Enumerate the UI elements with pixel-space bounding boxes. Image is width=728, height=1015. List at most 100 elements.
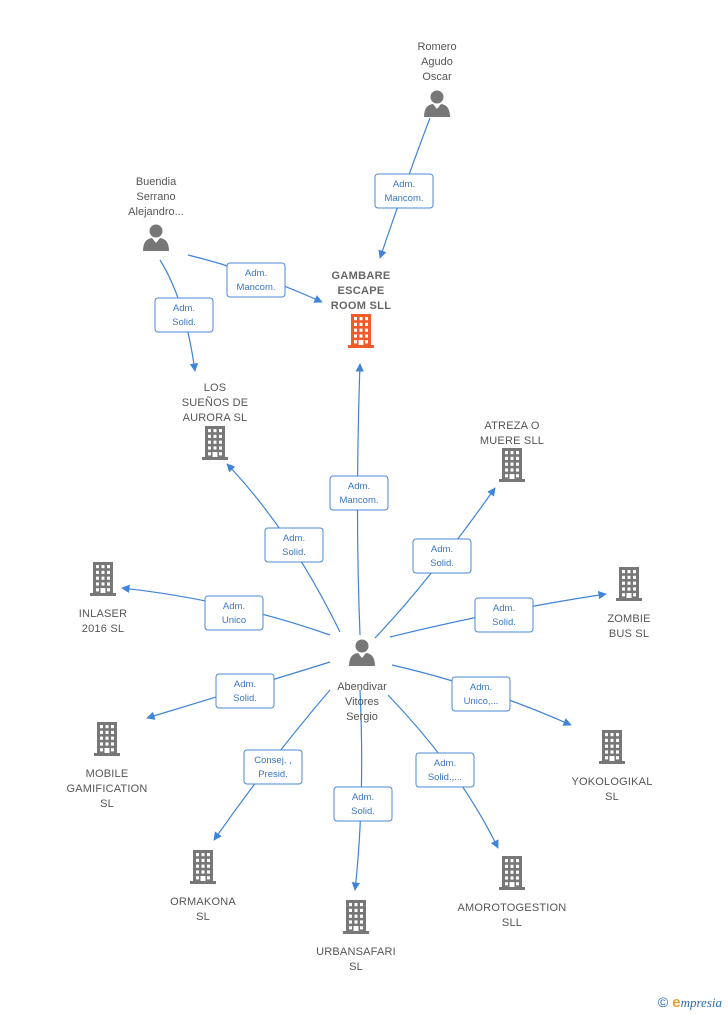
building-icon [499,448,525,482]
edge-label-line: Adm. [434,758,456,769]
node-label-line: Alejandro... [128,206,184,218]
node-buendia[interactable]: BuendiaSerranoAlejandro... [128,176,184,251]
edge-label[interactable]: Adm.Unico [204,595,264,631]
node-label-line: ATREZA O [484,420,539,432]
edge-buendia-to-gambare: Adm. Mancom. [187,254,323,303]
edge-label-line: Adm. [352,792,374,803]
edge-label[interactable]: Adm.Solid. [154,297,214,333]
edge-label[interactable]: Adm. Solid. [264,527,324,563]
edge-label-line: Adm. [393,179,415,190]
node-label-line: GAMBARE [332,270,391,282]
edge-label-line: Adm. [173,303,195,314]
node-label-line: Agudo [421,56,453,68]
edge-label[interactable]: Adm.Solid.,... [415,752,475,788]
node-label-line: AMOROTOGESTION [458,902,567,914]
node-label-line: MOBILE [86,768,129,780]
edge-label[interactable]: Adm. Mancom. [226,262,286,298]
edge-abendivar-to-suenos: Adm. Solid. [226,463,341,633]
edge-label-line: Adm. [431,544,453,555]
edge-label-line: Unico,... [464,696,499,707]
edge-label-line: Adm. [234,679,256,690]
edge-abendivar-to-atreza: Adm.Solid. [374,487,496,639]
node-label-line: INLASER [79,608,127,620]
edge-buendia-to-suenos: Adm.Solid. [154,259,214,372]
node-label-line: SL [100,798,114,810]
node-label-line: YOKOLOGIKAL [571,776,652,788]
building-icon [499,856,525,890]
building-icon [190,850,216,884]
node-label-line: Abendivar [337,681,387,693]
node-label-line: Oscar [422,71,452,83]
edge-label-box [215,673,275,709]
edge-label-box [333,786,393,822]
edge-romero-to-gambare: Adm. Mancom. [374,117,434,259]
edge-label-line: Adm. [348,481,370,492]
node-label-line: SL [349,961,363,973]
node-label-line: SL [605,791,619,803]
copyright-symbol: © [657,994,669,1010]
edge-label-line: Solid. [351,806,375,817]
node-suenos[interactable]: LOS SUEÑOS DE AURORA SL [182,382,249,460]
node-label-line: AURORA SL [183,412,248,424]
nodes-layer: RomeroAgudoOscarBuendiaSerranoAlejandro.… [66,41,652,973]
footer-brand: ©empresia [658,994,722,1011]
edge-label-box [243,749,303,785]
building-icon [599,730,625,764]
node-label-line: ROOM SLL [331,300,391,312]
edge-abendivar-to-amorotogestion: Adm.Solid.,... [387,694,499,849]
edge-label-line: Mancom. [339,495,378,506]
edge-label[interactable]: Adm. Mancom. [374,173,434,209]
edge-abendivar-to-mobile: Adm. Solid. [146,661,331,720]
node-yokologikal[interactable]: YOKOLOGIKAL SL [571,730,652,803]
edge-label-box [374,173,434,209]
edge-label-line: Solid. [282,547,306,558]
edge-label-line: Adm. [470,682,492,693]
edge-label-line: Adm. [223,601,245,612]
edge-label-line: Presid. [258,769,288,780]
edge-label-box [451,676,511,712]
edge-label-line: Mancom. [384,193,423,204]
node-amorotogestion[interactable]: AMOROTOGESTION SLL [458,856,567,929]
edge-label[interactable]: Adm. Mancom. [329,475,389,511]
node-label-line: SLL [502,917,522,929]
edge-label[interactable]: Adm. Unico,... [451,676,511,712]
edge-label-box [474,597,534,633]
edge-label-line: Adm. [245,268,267,279]
node-label-line: SL [196,911,210,923]
edge-label-box [204,595,264,631]
edge-label[interactable]: Adm.Solid. [412,538,472,574]
edge-label[interactable]: Consej. ,Presid. [243,749,303,785]
node-label-line: GAMIFICATION [66,783,147,795]
edge-abendivar-to-gambare: Adm. Mancom. [329,363,389,636]
edge-label-box [154,297,214,333]
edge-label-line: Solid. [492,617,516,628]
brand-logo-initial: e [672,994,681,1011]
edge-abendivar-to-urbansafari: Adm. Solid. [333,689,393,891]
building-icon [94,722,120,756]
brand-logo-text: mpresia [680,995,722,1010]
edge-label[interactable]: Adm.Solid. [474,597,534,633]
edge-label-line: Mancom. [236,282,275,293]
edge-label-box [226,262,286,298]
edge-label-line: Solid. [233,693,257,704]
node-label-line: Sergio [346,711,378,723]
edge-label[interactable]: Adm. Solid. [333,786,393,822]
edge-label-line: Adm. [283,533,305,544]
node-mobile[interactable]: MOBILE GAMIFICATION SL [66,722,147,810]
building-icon [348,314,374,348]
edge-label[interactable]: Adm. Solid. [215,673,275,709]
edge-abendivar-to-inlaser: Adm.Unico [121,584,331,636]
node-label-line: SUEÑOS DE [182,396,249,409]
node-label-line: LOS [204,382,227,394]
edge-label-box [415,752,475,788]
node-label-line: ZOMBIE [607,613,650,625]
